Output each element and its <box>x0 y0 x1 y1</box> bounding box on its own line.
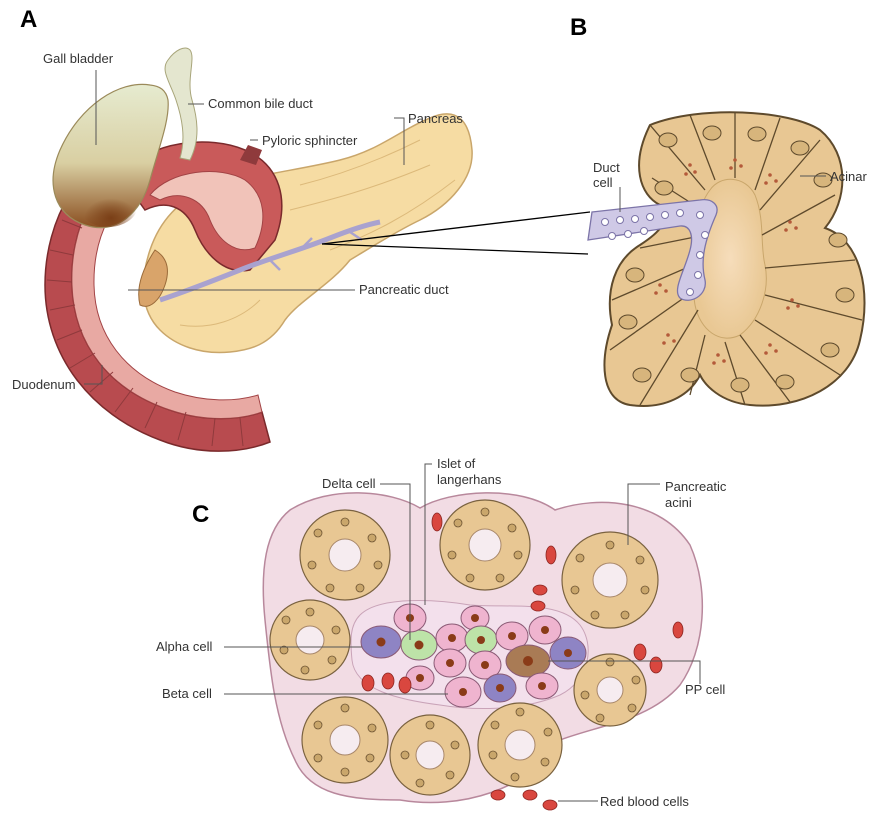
label-alpha-cell: Alpha cell <box>156 639 212 654</box>
label-pyloric-sphincter: Pyloric sphincter <box>262 133 358 148</box>
panel-a-letter: A <box>20 6 37 33</box>
label-acinar: Acinar <box>830 169 868 184</box>
label-gall-bladder: Gall bladder <box>43 51 114 66</box>
panel-c-letter: C <box>192 501 209 528</box>
panel-b: B <box>570 14 868 406</box>
gall-bladder-shadow <box>78 183 138 227</box>
label-pancreas: Pancreas <box>408 111 463 126</box>
label-islet-line2: langerhans <box>437 472 502 487</box>
label-pp-cell: PP cell <box>685 682 725 697</box>
label-delta-cell: Delta cell <box>322 476 376 491</box>
panel-b-letter: B <box>570 14 587 41</box>
label-duodenum: Duodenum <box>12 377 76 392</box>
label-common-bile-duct: Common bile duct <box>208 96 313 111</box>
label-acini-line2: acini <box>665 495 692 510</box>
label-red-blood-cells: Red blood cells <box>600 794 689 809</box>
panel-a: A <box>12 6 590 451</box>
label-beta-cell: Beta cell <box>162 686 212 701</box>
label-pancreatic-duct: Pancreatic duct <box>359 282 449 297</box>
label-duct-line2: cell <box>593 175 613 190</box>
label-duct-line1: Duct <box>593 160 620 175</box>
label-acini-line1: Pancreatic <box>665 479 727 494</box>
panel-c: C <box>156 456 727 810</box>
label-islet-line1: Islet of <box>437 456 476 471</box>
